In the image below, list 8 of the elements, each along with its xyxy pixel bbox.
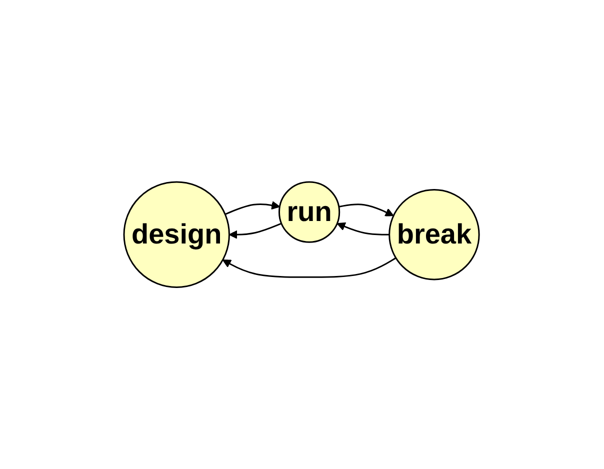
arrow (339, 204, 394, 216)
node-circle: break (389, 188, 480, 280)
arrow (229, 222, 282, 239)
arrow (225, 200, 281, 215)
node-circle: design (124, 181, 230, 288)
arrow (337, 222, 390, 236)
node-circle: run (278, 181, 341, 243)
arrow (222, 257, 397, 278)
